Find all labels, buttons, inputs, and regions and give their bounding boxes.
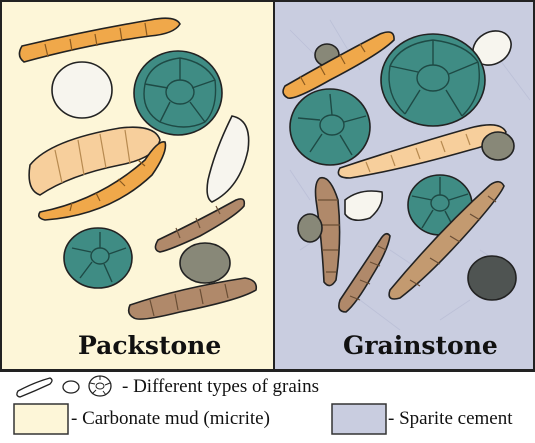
legend-cement-text: - Sparite cement xyxy=(388,408,513,430)
peloid-grain xyxy=(482,132,514,160)
legend-mud-text: - Carbonate mud (micrite) xyxy=(71,408,270,430)
shell-icon xyxy=(17,378,52,397)
ooid-icon xyxy=(63,381,79,393)
grainstone-title: Grainstone xyxy=(343,331,498,360)
peloid-grain xyxy=(180,243,230,283)
legend-grains-text: - Different types of grains xyxy=(122,376,319,398)
micrite-swatch xyxy=(14,404,68,434)
peloid-grain xyxy=(298,214,322,242)
packstone-title: Packstone xyxy=(78,331,221,360)
peloid-grain xyxy=(468,256,516,300)
legend-grain-icons xyxy=(17,376,111,397)
ooid-grain xyxy=(52,62,112,118)
sparite-swatch xyxy=(332,404,386,434)
foraminifera-grain xyxy=(64,228,132,288)
foraminifera-grain xyxy=(134,51,222,135)
